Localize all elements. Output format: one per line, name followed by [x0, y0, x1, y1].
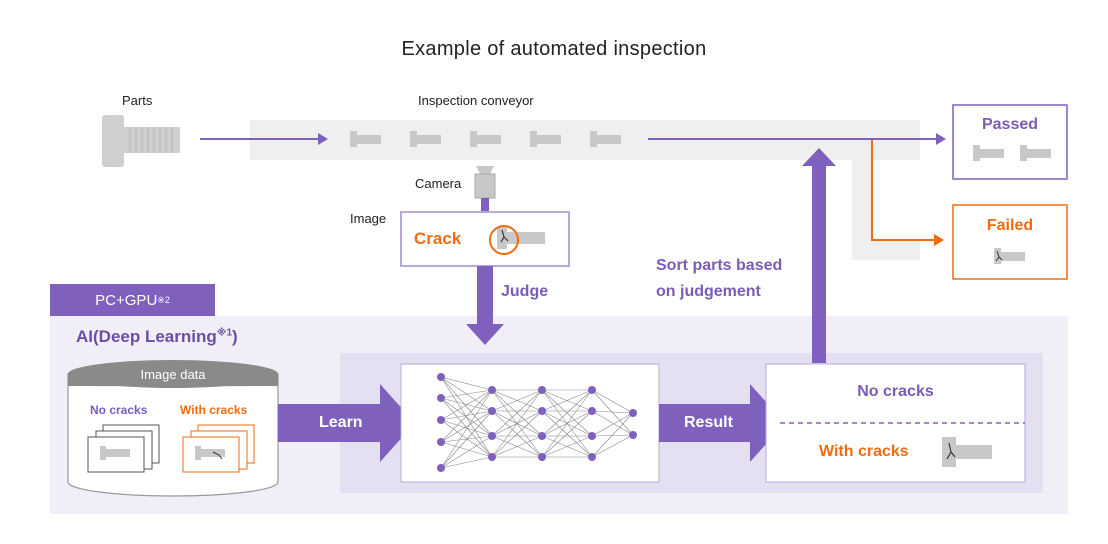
- result-label: Result: [684, 414, 733, 431]
- neural-network-box: [400, 363, 660, 483]
- nn-edge: [541, 389, 593, 458]
- nn-node: [538, 386, 546, 394]
- judge-label: Judge: [501, 283, 549, 300]
- nn-node: [488, 386, 496, 394]
- passed-box: [952, 104, 1068, 180]
- sort-chute: [852, 140, 920, 260]
- pc-gpu-banner: PC+GPU※2: [50, 284, 215, 316]
- ai-close: ): [232, 327, 238, 346]
- nn-node: [629, 409, 637, 417]
- ai-label: AI(Deep Learning: [76, 327, 217, 346]
- page-title: Example of automated inspection: [401, 38, 707, 60]
- result-no-cracks-label: No cracks: [857, 383, 934, 400]
- pc-gpu-note: ※2: [157, 294, 170, 305]
- nn-edge: [440, 376, 493, 391]
- image-label: Image: [350, 211, 387, 226]
- nn-edge: [440, 435, 493, 443]
- nn-node: [629, 431, 637, 439]
- nn-edge: [591, 410, 634, 414]
- nn-edge: [440, 435, 493, 469]
- nn-edge: [440, 456, 493, 469]
- nn-edge: [541, 410, 593, 458]
- nn-edge: [440, 410, 493, 443]
- nn-edge: [440, 397, 493, 458]
- learn-arrow: [278, 384, 415, 462]
- learn-label: Learn: [319, 414, 363, 431]
- sort-label-line1: Sort parts based: [656, 257, 783, 274]
- nn-edge: [541, 435, 593, 458]
- failed-label: Failed: [986, 217, 1034, 234]
- parts-label: Parts: [122, 93, 153, 108]
- with-cracks-small-label: With cracks: [180, 403, 248, 417]
- nn-edge: [591, 434, 634, 437]
- nn-node: [437, 438, 445, 446]
- nn-edge: [440, 441, 493, 458]
- conveyor-label: Inspection conveyor: [418, 93, 534, 108]
- pc-gpu-label: PC+GPU: [95, 291, 158, 309]
- nn-edge: [440, 389, 493, 469]
- result-box: [765, 363, 1026, 483]
- ai-title: AI(Deep Learning※1): [76, 327, 238, 347]
- nn-node: [488, 432, 496, 440]
- nn-node: [437, 394, 445, 402]
- nn-edge: [491, 389, 543, 458]
- nn-edge: [440, 389, 493, 443]
- result-arrow: [659, 384, 785, 462]
- nn-edge: [591, 389, 634, 414]
- nn-edge: [440, 410, 493, 421]
- nn-edge: [440, 376, 493, 437]
- result-with-cracks-label: With cracks: [819, 443, 909, 460]
- failed-box: [952, 204, 1068, 280]
- neural-network-icon: [437, 373, 637, 472]
- nn-edge: [491, 435, 543, 458]
- nn-node: [538, 407, 546, 415]
- passed-label: Passed: [981, 116, 1039, 133]
- nn-edge: [440, 419, 493, 437]
- camera-icon: [474, 166, 496, 199]
- no-cracks-small-label: No cracks: [90, 403, 148, 417]
- nn-edge: [541, 389, 593, 437]
- nn-edge: [591, 412, 634, 458]
- nn-node: [437, 416, 445, 424]
- nn-node: [488, 407, 496, 415]
- nn-edge: [491, 410, 543, 458]
- crack-marker-icon: [489, 225, 519, 255]
- nn-edge: [591, 389, 634, 436]
- nn-node: [588, 453, 596, 461]
- nn-edge: [541, 389, 593, 412]
- nn-edge: [591, 412, 634, 437]
- camera-label: Camera: [415, 176, 462, 191]
- nn-edge: [440, 389, 493, 421]
- nn-edge: [440, 397, 493, 412]
- result-cracked-part-icon: [942, 437, 992, 467]
- nn-edge: [591, 434, 634, 458]
- nn-edge: [591, 410, 634, 436]
- nn-edge: [440, 419, 493, 458]
- part-icon: [102, 115, 180, 167]
- no-cracks-images: [87, 424, 160, 473]
- nn-node: [538, 453, 546, 461]
- nn-edge: [440, 410, 493, 469]
- failed-part-icon: [994, 248, 1025, 264]
- nn-node: [538, 432, 546, 440]
- nn-node: [588, 432, 596, 440]
- nn-edge: [440, 397, 493, 437]
- nn-node: [588, 386, 596, 394]
- nn-edge: [440, 389, 493, 399]
- crack-label: Crack: [414, 229, 462, 248]
- nn-edge: [491, 389, 543, 437]
- nn-node: [488, 453, 496, 461]
- image-data-label: Image data: [140, 367, 206, 382]
- ai-note: ※1: [216, 327, 233, 339]
- sort-label-line2: on judgement: [656, 283, 761, 300]
- nn-node: [437, 464, 445, 472]
- nn-node: [588, 407, 596, 415]
- nn-edge: [491, 389, 543, 412]
- with-cracks-images: [182, 424, 255, 473]
- nn-node: [437, 373, 445, 381]
